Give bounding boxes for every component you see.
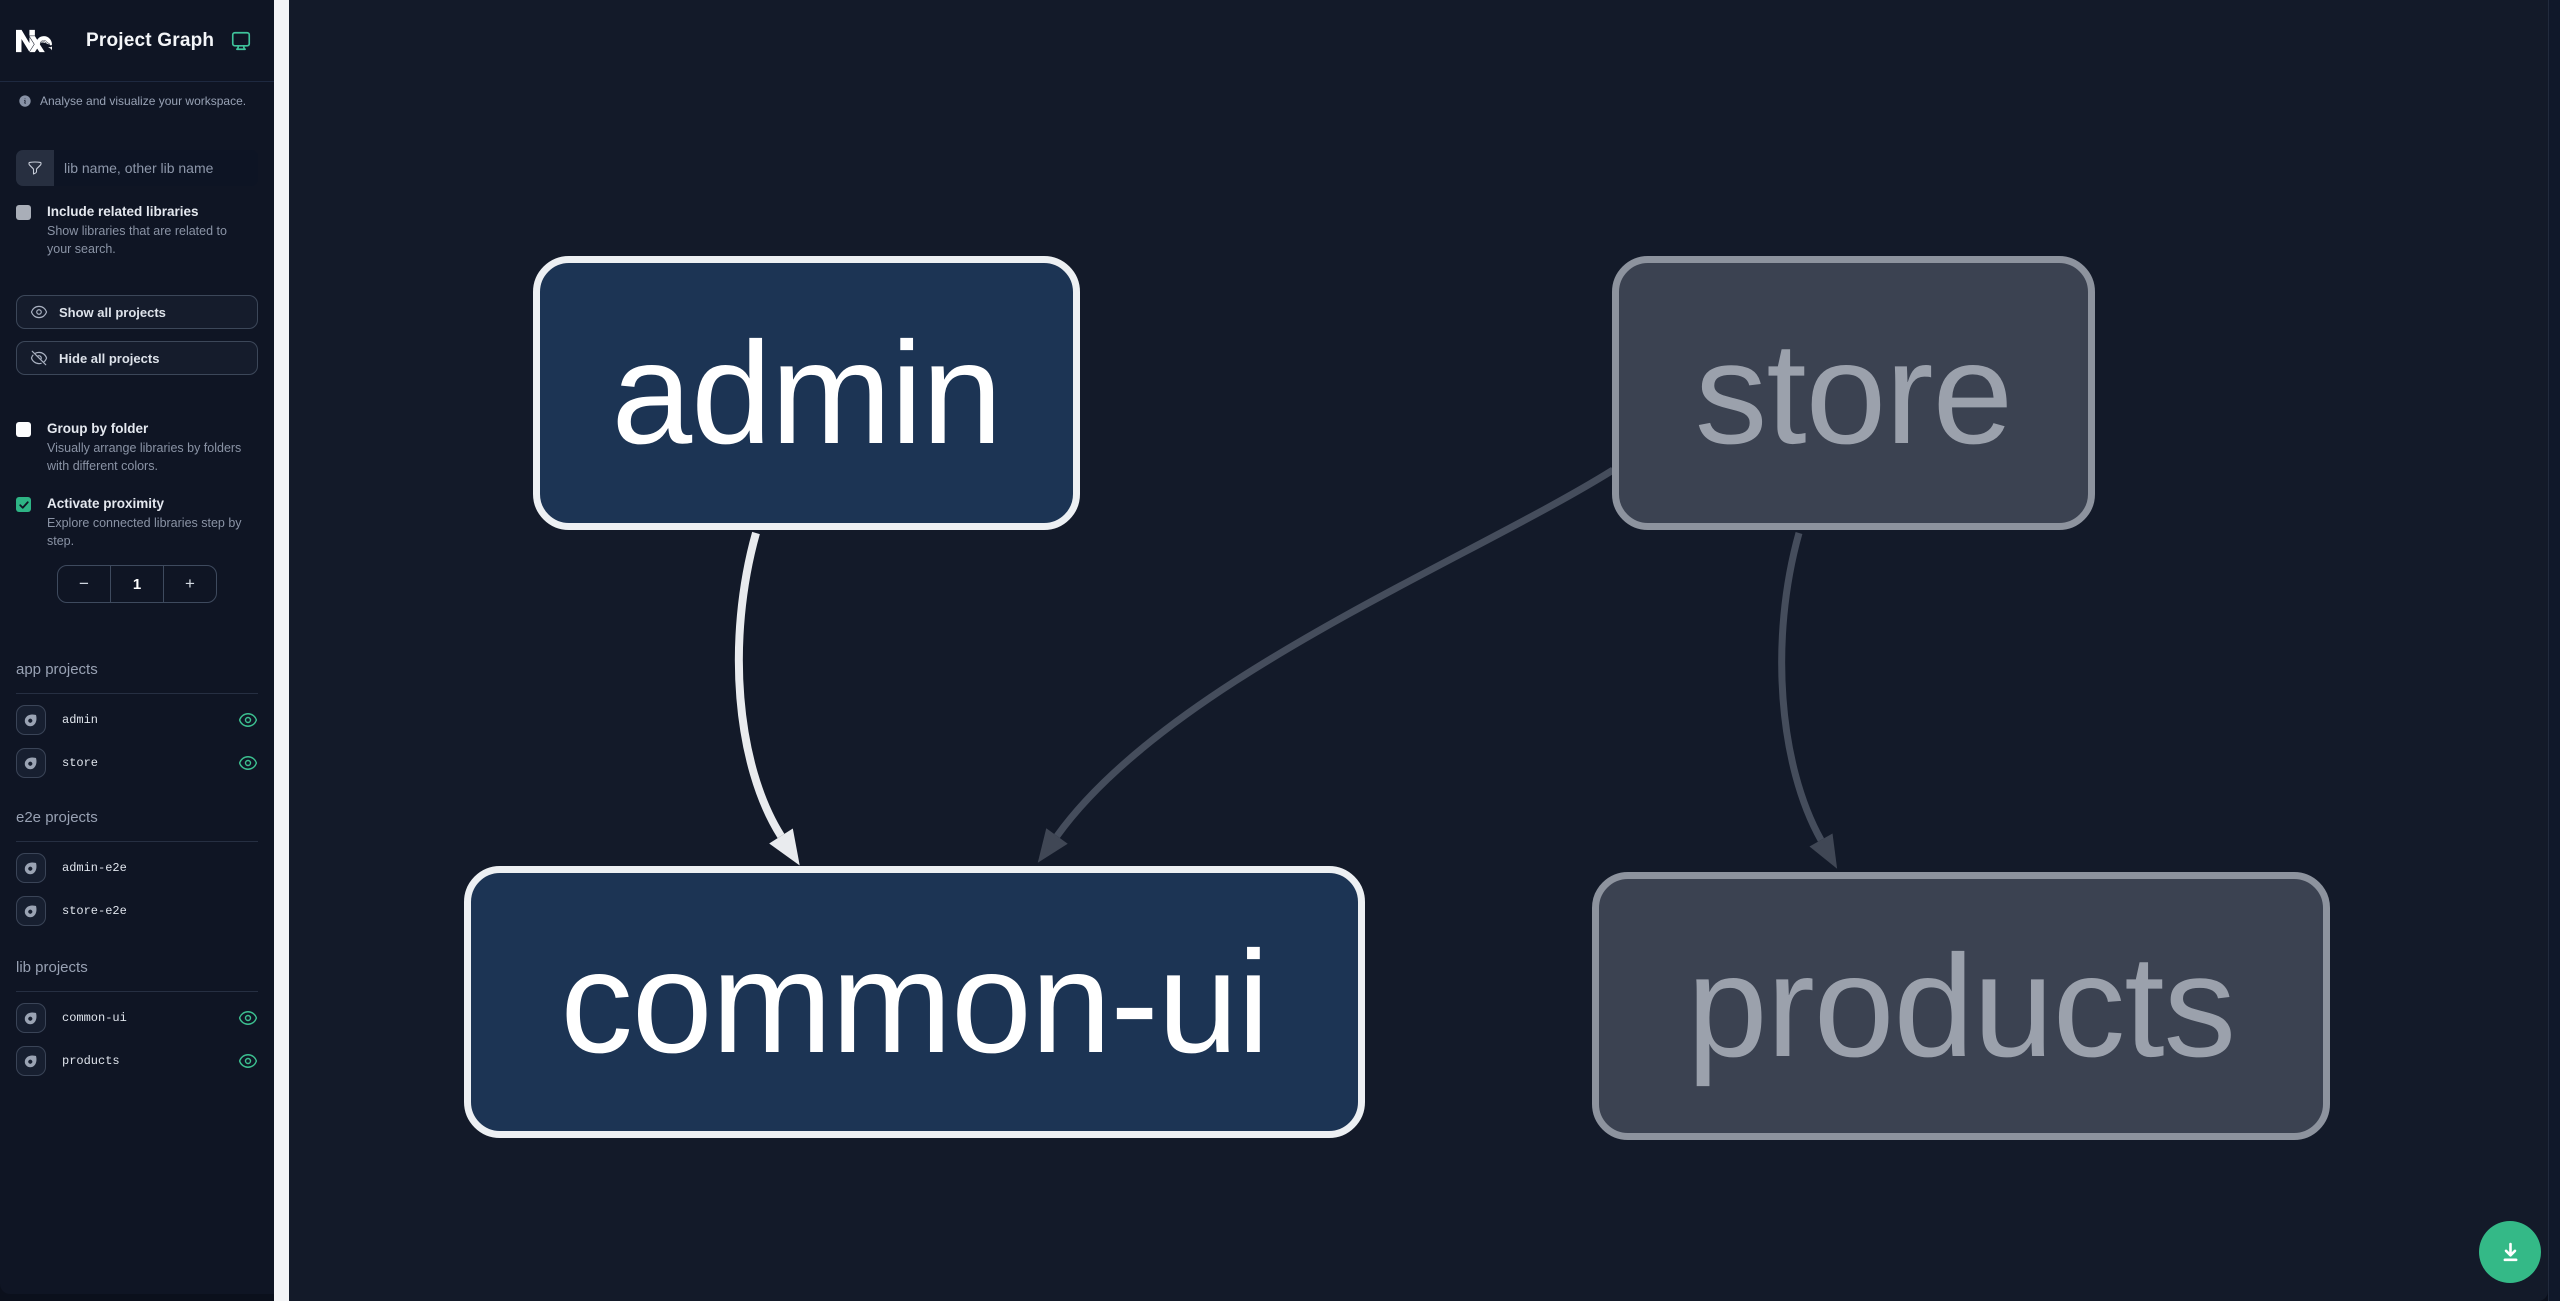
- activate-proximity-checkbox[interactable]: [16, 497, 31, 512]
- proximity-value: 1: [132, 575, 142, 593]
- focus-project-button[interactable]: [16, 853, 46, 883]
- graph-node-store[interactable]: store: [1612, 256, 2095, 530]
- toggle-visibility-eye-icon[interactable]: [238, 1051, 258, 1071]
- focus-project-button[interactable]: [16, 1003, 46, 1033]
- focus-pin-icon: [24, 905, 37, 918]
- search-input[interactable]: [54, 150, 258, 186]
- node-label: common-ui: [560, 920, 1269, 1083]
- section-title: app projects: [16, 660, 258, 694]
- canvas-scrollbar[interactable]: [2548, 0, 2560, 1301]
- app-title: Project Graph: [86, 29, 215, 51]
- section-title: lib projects: [16, 958, 258, 992]
- tagline-text: Analyse and visualize your workspace.: [40, 94, 247, 108]
- sidebar-scrollbar[interactable]: [274, 0, 289, 1301]
- check-icon: [18, 500, 29, 509]
- focus-project-button[interactable]: [16, 748, 46, 778]
- project-name: store-e2e: [62, 904, 127, 918]
- node-label: store: [1694, 311, 2013, 474]
- project-row-store-e2e: store-e2e: [16, 894, 258, 928]
- project-row-common-ui: common-ui: [16, 1001, 258, 1035]
- proximity-decrement-button[interactable]: −: [58, 566, 111, 602]
- include-related-checkbox[interactable]: [16, 205, 31, 220]
- theme-monitor-icon[interactable]: [230, 30, 252, 52]
- group-by-folder-checkbox[interactable]: [16, 422, 31, 437]
- toggle-visibility-eye-icon[interactable]: [238, 1008, 258, 1028]
- node-label: products: [1686, 924, 2236, 1087]
- hide-all-label: Hide all projects: [59, 350, 160, 366]
- focus-pin-icon: [24, 757, 37, 770]
- sidebar: Project Graph Analyse and visualize your…: [0, 0, 274, 1294]
- graph-node-products[interactable]: products: [1592, 872, 2330, 1140]
- workspace-tagline: Analyse and visualize your workspace.: [18, 94, 258, 109]
- option-group-by-folder: Group by folder Visually arrange librari…: [16, 420, 258, 475]
- focus-pin-icon: [24, 1012, 37, 1025]
- edge-store-to-common-ui: [1037, 467, 1615, 863]
- toggle-visibility-eye-icon[interactable]: [238, 710, 258, 730]
- option-label: Include related libraries: [47, 204, 199, 219]
- project-name: common-ui: [62, 1011, 127, 1025]
- search-box: [16, 150, 258, 186]
- eye-icon: [30, 305, 48, 319]
- eye-slash-icon: [30, 350, 48, 366]
- project-name: store: [62, 756, 99, 770]
- graph-node-common-ui[interactable]: common-ui: [464, 866, 1365, 1138]
- edge-admin-to-common-ui: [734, 531, 800, 866]
- project-row-products: products: [16, 1044, 258, 1078]
- option-label: Group by folder: [47, 421, 149, 436]
- node-label: admin: [611, 311, 1003, 474]
- section-lib-projects: lib projects common-ui products: [16, 958, 258, 1078]
- focus-pin-icon: [24, 714, 37, 727]
- focus-pin-icon: [24, 862, 37, 875]
- hide-all-projects-button[interactable]: Hide all projects: [16, 341, 258, 375]
- project-name: products: [62, 1054, 120, 1068]
- focus-pin-icon: [24, 1055, 37, 1068]
- project-name: admin-e2e: [62, 861, 127, 875]
- graph-edges: [734, 467, 1838, 869]
- project-row-store: store: [16, 746, 258, 780]
- filter-icon: [16, 150, 54, 186]
- option-description: Show libraries that are related to your …: [47, 224, 227, 256]
- info-icon: [19, 95, 31, 107]
- section-title: e2e projects: [16, 808, 258, 842]
- show-all-projects-button[interactable]: Show all projects: [16, 295, 258, 329]
- graph-node-admin[interactable]: admin: [533, 256, 1080, 530]
- section-e2e-projects: e2e projects admin-e2e store-e2e: [16, 808, 258, 928]
- project-row-admin: admin: [16, 703, 258, 737]
- graph-canvas[interactable]: admin store common-ui products: [289, 0, 2548, 1301]
- project-row-admin-e2e: admin-e2e: [16, 851, 258, 885]
- option-include-related: Include related libraries Show libraries…: [16, 203, 258, 258]
- option-description: Visually arrange libraries by folders wi…: [47, 441, 242, 473]
- sidebar-header: Project Graph: [0, 0, 274, 82]
- focus-project-button[interactable]: [16, 896, 46, 926]
- download-icon: [2503, 1242, 2517, 1261]
- focus-project-button[interactable]: [16, 1046, 46, 1076]
- edge-store-to-products: [1778, 532, 1838, 869]
- focus-project-button[interactable]: [16, 705, 46, 735]
- project-name: admin: [62, 713, 99, 727]
- option-activate-proximity: Activate proximity Explore connected lib…: [16, 495, 258, 550]
- toggle-visibility-eye-icon[interactable]: [238, 753, 258, 773]
- show-all-label: Show all projects: [59, 304, 166, 320]
- proximity-stepper: − 1 +: [57, 565, 217, 603]
- proximity-increment-button[interactable]: +: [163, 566, 216, 602]
- option-label: Activate proximity: [47, 496, 165, 511]
- section-app-projects: app projects admin store: [16, 660, 258, 780]
- option-description: Explore connected libraries step by step…: [47, 516, 242, 548]
- download-image-button[interactable]: [2479, 1221, 2541, 1283]
- nx-logo-icon: [16, 29, 52, 52]
